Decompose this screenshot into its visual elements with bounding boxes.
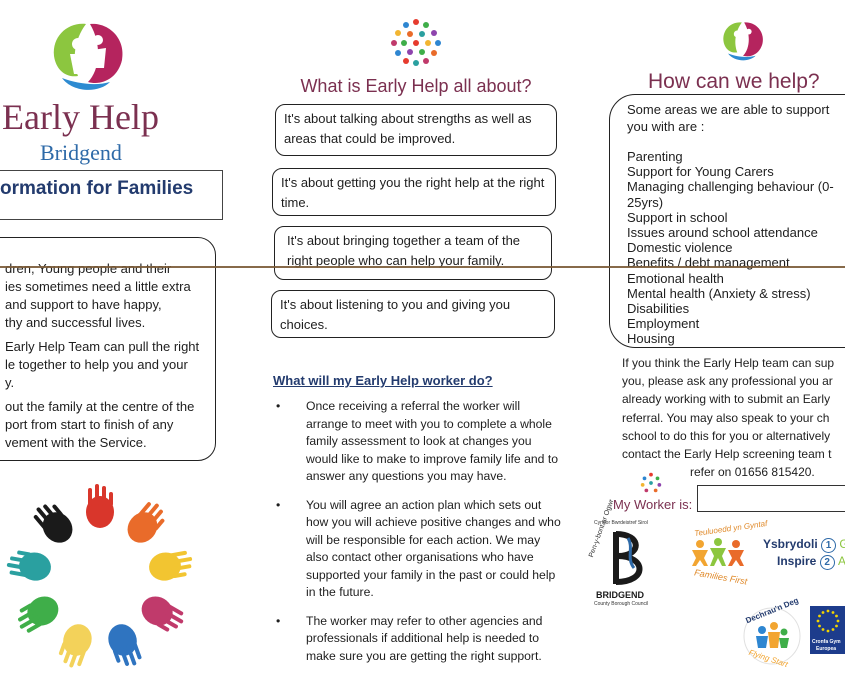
left-paragraph: Early Help Team can pull the right le to… — [5, 339, 200, 390]
list-item: Domestic violence — [627, 240, 733, 256]
my-worker-field[interactable] — [697, 485, 845, 512]
brand-subtitle: Bridgend — [40, 140, 122, 165]
fold-crease-line — [0, 266, 845, 268]
eu-flag-logo: Cronfa Gym Europea — [810, 606, 845, 654]
list-item: Benefits / debt management — [627, 255, 790, 271]
my-worker-label: My Worker is: — [613, 497, 693, 512]
list-item: Support in school — [627, 209, 728, 225]
list-item: Mental health (Anxiety & stress) — [627, 285, 811, 301]
globe-of-people-icon — [390, 16, 442, 68]
left-intro-box: dren, Young people and their ies sometim… — [0, 237, 216, 461]
bridgend-council-logo: Cyngor Bwrdeistref Sirol Pen-y-bont ar O… — [588, 499, 660, 610]
help-areas-box: Some areas we are able to support you wi… — [609, 94, 845, 348]
list-item: Support for Young Carers — [627, 164, 774, 180]
list-item: 25yrs) — [627, 194, 664, 210]
list-item: Employment — [627, 316, 700, 332]
flying-start-logo: Dechrau'n Deg Flying Start — [740, 596, 804, 669]
painted-hands-circle-icon — [6, 484, 193, 668]
list-item: Issues around school attendance — [627, 225, 818, 241]
about-box: It's about listening to you and giving y… — [271, 290, 555, 338]
middle-panel-title: What is Early Help all about? — [300, 76, 532, 96]
about-box: It's about talking about strengths as we… — [275, 104, 557, 156]
worker-duties-list: Once receiving a referral the worker wil… — [272, 398, 562, 676]
about-box: It's about bringing together a team of t… — [274, 226, 552, 280]
list-item: You will agree an action plan which sets… — [272, 497, 562, 602]
list-item: Once receiving a referral the worker wil… — [272, 398, 562, 486]
early-help-logo-icon — [53, 23, 123, 90]
early-help-small-logo-icon — [723, 22, 763, 61]
list-item: Disabilities — [627, 301, 690, 317]
info-heading: ormation for Families — [0, 178, 194, 199]
list-item: Housing — [627, 331, 675, 347]
info-heading-box: ormation for Families — [0, 170, 223, 220]
inspire-achieve-logo: Ysbrydoli 1 Gy Inspire 2 Ac — [763, 537, 845, 570]
families-first-figures-icon — [692, 538, 744, 566]
eu-stars-icon — [816, 609, 840, 633]
list-item: Emotional health — [627, 270, 724, 286]
left-paragraph: out the family at the centre of the port… — [5, 399, 195, 450]
right-panel-title: How can we help? — [648, 70, 820, 93]
list-item: Parenting — [627, 149, 683, 164]
referral-text: If you think the Early Help team can sup… — [622, 356, 835, 480]
about-box: It's about getting you the right help at… — [272, 168, 556, 216]
left-paragraph: dren, Young people and their ies sometim… — [5, 261, 191, 330]
globe-of-people-small-icon — [640, 472, 662, 493]
families-first-logo: Teuluoedd yn Gyntaf Families First — [680, 519, 768, 590]
brand-title: Early Help — [2, 97, 159, 137]
bridgend-b-icon — [613, 531, 643, 585]
list-item: Managing challenging behaviour (0- — [627, 179, 834, 195]
list-item: The worker may refer to other agencies a… — [272, 613, 562, 666]
flying-start-circle-icon — [743, 607, 801, 665]
worker-heading: What will my Early Help worker do? — [273, 373, 493, 388]
